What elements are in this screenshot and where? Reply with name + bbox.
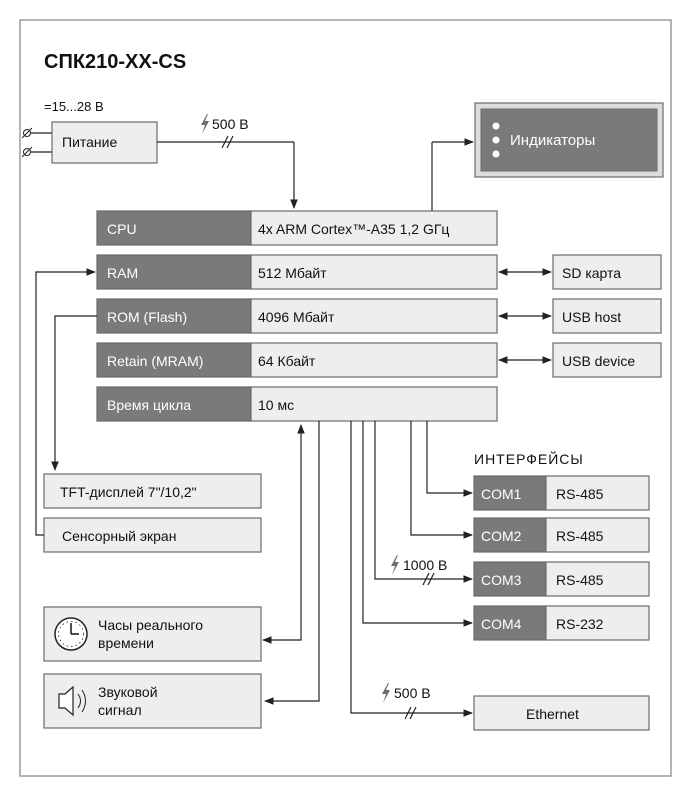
svg-text:RS-485: RS-485 [556,486,604,502]
clock-icon [54,617,88,651]
cpu-value: 4x ARM Cortex™-A35 1,2 GГц [258,221,449,237]
cycle-value: 10 мс [258,397,294,413]
cpu-row-retain: Retain (MRAM) 64 Кбайт [96,342,498,378]
isolation-mark [221,135,229,149]
svg-text:RS-232: RS-232 [556,616,604,632]
com1-port: COM1 RS-485 [473,475,650,511]
interfaces-title: ИНТЕРФЕЙСЫ [474,450,584,467]
usb-host-box [552,298,662,334]
diagram-title: СПК210-XX-CS [44,51,186,73]
buzzer-label-line1: Звуковой [98,684,158,700]
power-box [51,121,158,164]
com4-port: COM4 RS-232 [473,605,650,641]
sd-card-box [552,254,662,290]
lightning-icon [201,114,209,134]
power-voltage: =15...28 В [44,99,104,114]
touch-screen-label: Сенсорный экран [62,528,176,544]
rtc-label-line1: Часы реального [98,617,203,633]
svg-text:RS-485: RS-485 [556,528,604,544]
ethernet-lightning-icon [382,683,390,703]
indicators-label: Индикаторы [510,132,595,149]
svg-text:RS-485: RS-485 [556,572,604,588]
com3-lightning-icon [391,555,399,575]
rom-value: 4096 Мбайт [258,309,335,325]
ethernet-isolation-mark [404,706,412,720]
buzzer-box [43,673,262,729]
cpu-name: CPU [107,221,137,237]
usb-device-box [552,342,662,378]
svg-text:COM2: COM2 [481,528,522,544]
ethernet-box [473,695,650,731]
usb-host-label: USB host [562,309,621,325]
com3-port: COM3 RS-485 [473,561,650,597]
ethernet-label: Ethernet [526,706,579,722]
retain-name: Retain (MRAM) [107,353,203,369]
tft-display-box [43,473,262,509]
cpu-row-ram: RAM 512 Мбайт [96,254,498,290]
svg-text:COM4: COM4 [481,616,522,632]
cycle-name: Время цикла [107,397,191,413]
rom-name: ROM (Flash) [107,309,187,325]
ram-value: 512 Мбайт [258,265,327,281]
sd-card-label: SD карта [562,265,621,281]
tft-display-label: TFT-дисплей 7"/10,2" [60,484,197,500]
svg-text:COM1: COM1 [481,486,522,502]
ram-name: RAM [107,265,138,281]
com3-isolation-mark [422,572,430,586]
speaker-icon [58,685,86,717]
svg-text:COM3: COM3 [481,572,522,588]
cpu-row-cpu: CPU 4x ARM Cortex™-A35 1,2 GГц [96,210,498,246]
cpu-row-rom: ROM (Flash) 4096 Мбайт [96,298,498,334]
buzzer-label-line2: сигнал [98,702,142,718]
com3-isolation: 1000 В [403,557,447,573]
cpu-row-cycle: Время цикла 10 мс [96,386,498,422]
com2-port: COM2 RS-485 [473,517,650,553]
retain-value: 64 Кбайт [258,353,316,369]
power-isolation: 500 В [212,116,249,132]
power-label: Питание [62,134,117,150]
power-terminals [21,127,52,158]
rtc-label-line2: времени [98,635,154,651]
ethernet-isolation: 500 В [394,685,431,701]
indicators-box [480,108,658,172]
usb-device-label: USB device [562,353,635,369]
led-icon [492,122,500,158]
